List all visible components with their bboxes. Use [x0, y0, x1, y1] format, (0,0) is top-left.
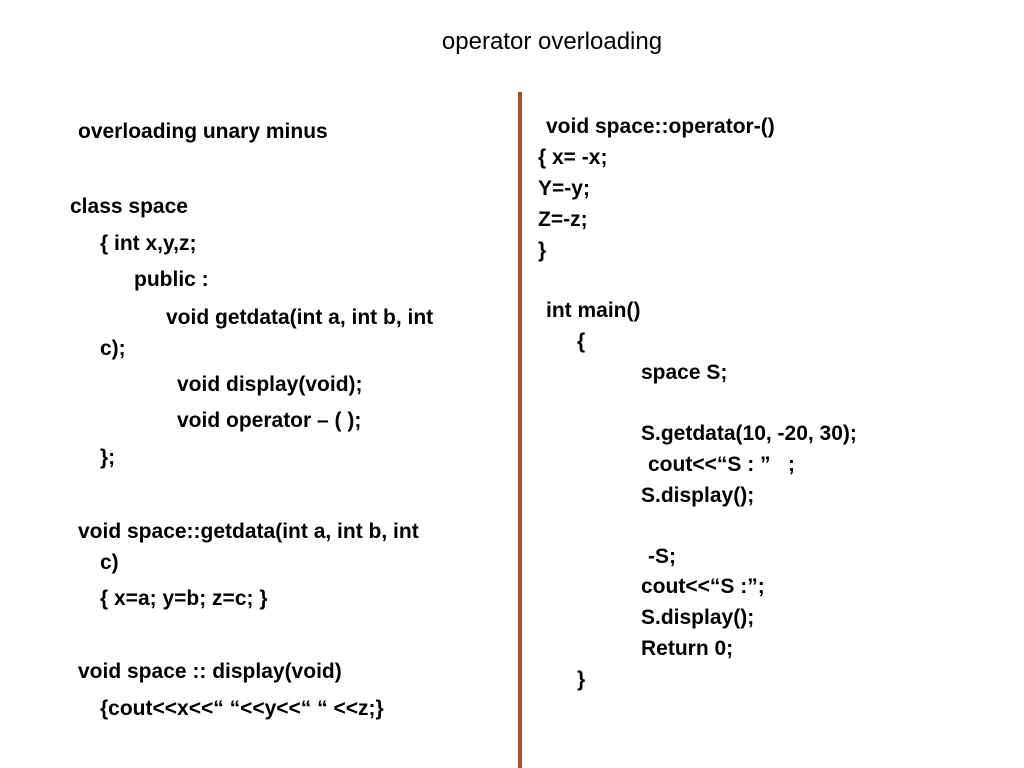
code-line: space S;: [641, 361, 728, 384]
code-line: public :: [134, 268, 209, 291]
code-line: { x=a; y=b; z=c; }: [100, 587, 268, 610]
code-line: Return 0;: [641, 637, 734, 660]
code-line: cout<<“S : ” ;: [648, 453, 796, 476]
code-line: { int x,y,z;: [100, 232, 197, 255]
code-line: S.getdata(10, -20, 30);: [641, 422, 857, 445]
code-line: }: [538, 239, 547, 262]
code-line: Y=-y;: [538, 177, 590, 200]
code-line: void operator – ( );: [177, 409, 362, 432]
code-line: }: [577, 668, 586, 691]
code-line: S.display();: [641, 606, 755, 629]
code-line: void getdata(int a, int b, int: [166, 306, 434, 329]
code-line: Z=-z;: [538, 208, 588, 231]
code-line: c);: [100, 337, 126, 360]
code-line: S.display();: [641, 484, 755, 507]
code-line: void space :: display(void): [78, 660, 342, 683]
code-line: {: [577, 330, 586, 353]
code-line: void space::getdata(int a, int b, int: [78, 520, 419, 543]
code-line: cout<<“S :”;: [641, 575, 765, 598]
code-line: int main(): [546, 299, 641, 322]
code-line: { x= -x;: [538, 146, 608, 169]
code-line: void space::operator-(): [546, 115, 775, 138]
slide-title: operator overloading: [441, 28, 663, 55]
code-line: void display(void);: [177, 373, 363, 396]
code-line: class space: [70, 195, 188, 218]
code-line: -S;: [648, 545, 676, 568]
code-line: {cout<<x<<“ “<<y<<“ “ <<z;}: [100, 697, 384, 720]
column-divider: [518, 92, 522, 768]
section-heading-unary-minus: overloading unary minus: [78, 120, 328, 143]
code-line: };: [100, 446, 116, 469]
code-line: c): [100, 551, 119, 574]
